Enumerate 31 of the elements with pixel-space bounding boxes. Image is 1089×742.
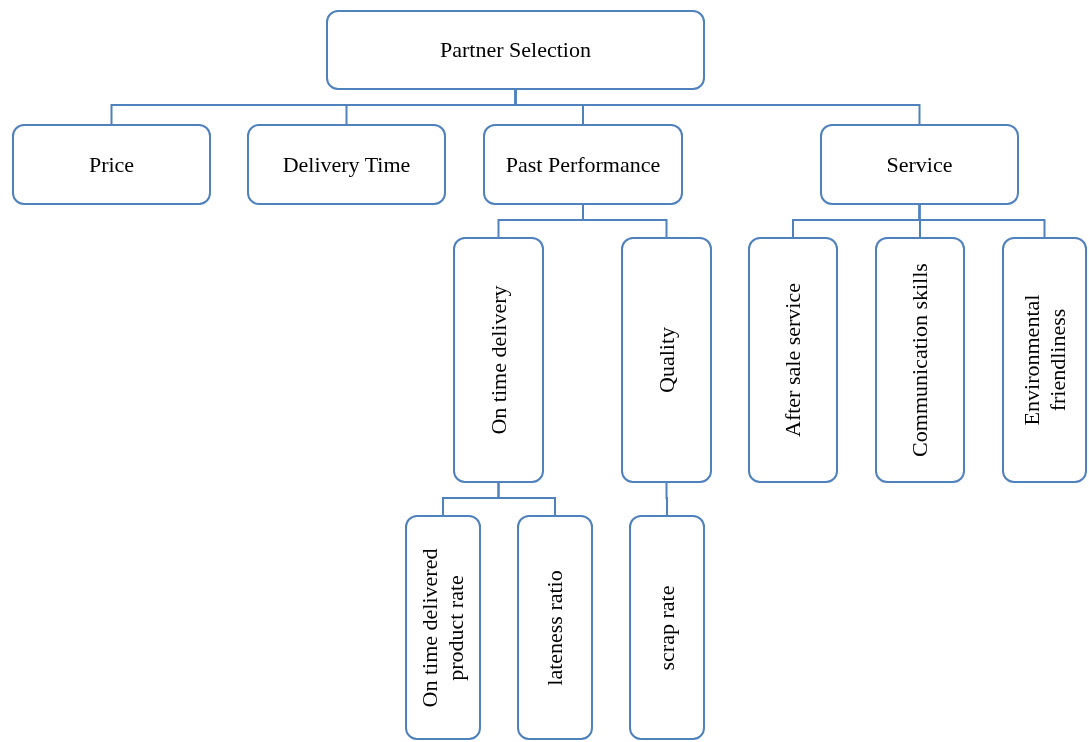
- category-box: [621, 237, 712, 483]
- category-box: [12, 124, 211, 205]
- category-box: [820, 124, 1019, 205]
- node-label: Service: [886, 151, 953, 178]
- connector-line: [514, 89, 921, 125]
- node-label: Past Performance: [505, 151, 661, 178]
- category-box: [1002, 237, 1087, 483]
- node-label: Communication skills: [907, 262, 933, 459]
- node-label: Delivery Time: [282, 151, 411, 178]
- category-box: [483, 124, 683, 205]
- category-box: [517, 515, 593, 740]
- node-label: Quality: [653, 326, 680, 395]
- connector-line: [497, 482, 556, 516]
- category-box: [629, 515, 705, 740]
- node-label: Environmental friendliness: [1018, 293, 1071, 428]
- category-box: [326, 10, 705, 90]
- connector-line: [665, 482, 668, 516]
- category-box: [875, 237, 965, 483]
- connector-line: [582, 204, 668, 238]
- category-box: [405, 515, 481, 740]
- node-label: Price: [88, 151, 135, 178]
- node-label: scrap rate: [654, 584, 680, 672]
- connector-line: [918, 204, 1046, 238]
- node-label: On time delivery: [485, 284, 512, 437]
- node-label: lateness ratio: [542, 568, 568, 688]
- node-label: After sale service: [780, 282, 806, 439]
- category-box: [453, 237, 544, 483]
- category-box: [748, 237, 838, 483]
- node-label: On time delivered product rate: [417, 547, 469, 709]
- node-label: Partner Selection: [440, 37, 591, 63]
- category-box: [247, 124, 446, 205]
